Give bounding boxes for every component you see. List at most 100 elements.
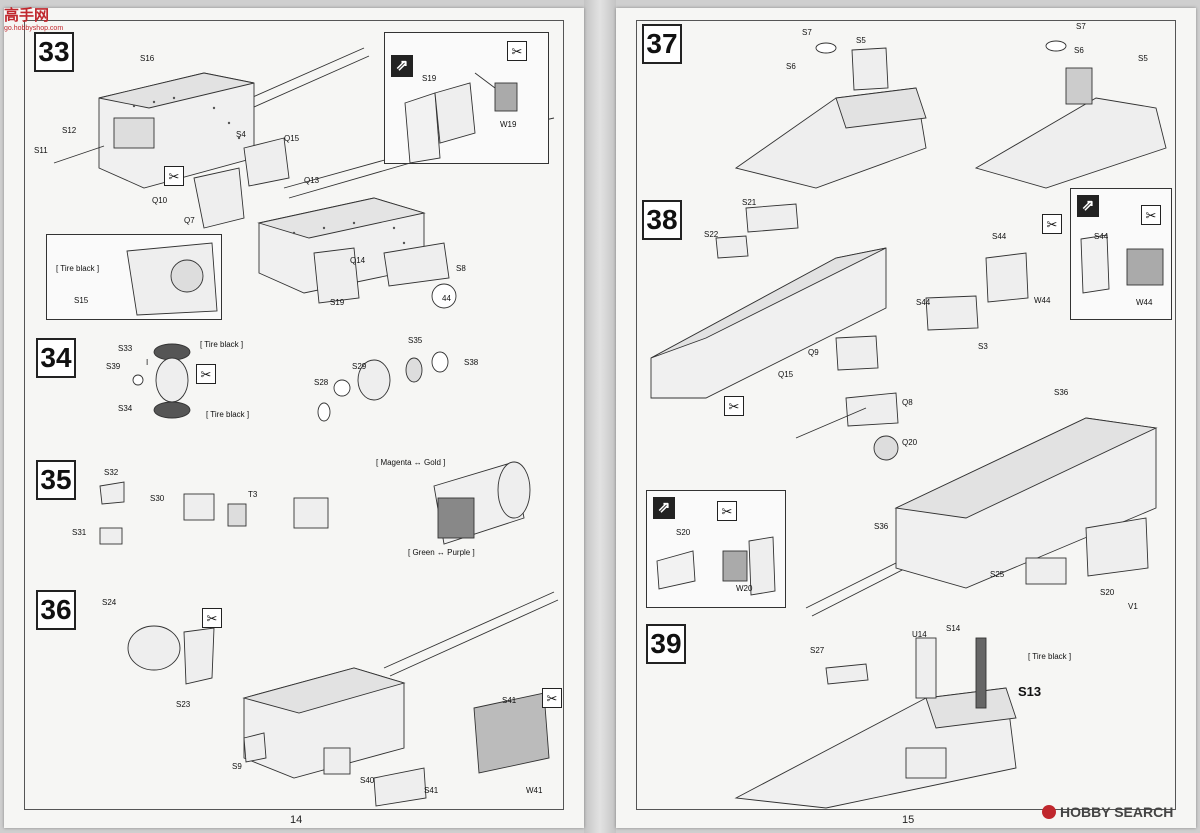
- part-label-Q13: Q13: [304, 176, 320, 185]
- part-label-S8: S8: [456, 264, 466, 273]
- part-label-S27: S27: [810, 646, 825, 655]
- step-33-detail-inset: [46, 234, 222, 320]
- part-label-S22: S22: [704, 230, 719, 239]
- part-label-S25: S25: [990, 570, 1005, 579]
- watermark-brand: 高手网: [4, 7, 50, 24]
- part-label-S23: S23: [176, 700, 191, 709]
- part-label-S33: S33: [118, 344, 133, 353]
- part-label-S7: S7: [802, 28, 812, 37]
- part-label-S38: S38: [464, 358, 479, 367]
- part-label-S35: S35: [408, 336, 423, 345]
- part-label-S44c: S44: [916, 298, 931, 307]
- part-label-S4: S4: [236, 130, 246, 139]
- cutting-knife-icon: ✂: [1042, 214, 1062, 234]
- detail-drawing: [126, 242, 218, 316]
- part-label-S44b: S44: [1094, 232, 1109, 241]
- part-label-V1: V1: [1128, 602, 1138, 611]
- note-tire-black-1: [ Tire black ]: [56, 264, 100, 273]
- page-border: [24, 20, 564, 810]
- part-label-S20b: S20: [1100, 588, 1115, 597]
- step-37-drawing: [734, 40, 1167, 189]
- part-label-T3: T3: [248, 490, 258, 499]
- part-label-Q7: Q7: [184, 216, 195, 225]
- part-label-I: I: [146, 358, 149, 367]
- step-38-inset: ⇗ ✂: [1070, 188, 1172, 320]
- step-34-number: 34: [36, 338, 76, 378]
- inset-drawing: [656, 536, 776, 596]
- part-label-U14: U14: [912, 630, 927, 639]
- note-tire-black-2: [ Tire black ]: [200, 340, 244, 349]
- page-border: [636, 20, 1176, 810]
- part-label-W20: W20: [736, 584, 753, 593]
- page-number-left: 14: [290, 814, 303, 826]
- part-label-W41: W41: [526, 786, 543, 795]
- part-label-Q14: Q14: [350, 256, 366, 265]
- watermark-url: go.hobbyshop.com: [4, 25, 64, 32]
- part-label-S36: S36: [1054, 388, 1069, 397]
- watermark-brand: HOBBY SEARCH: [1060, 804, 1174, 820]
- part-label-S20: S20: [676, 528, 691, 537]
- part-label-S11: S11: [34, 146, 48, 155]
- part-label-S28: S28: [314, 378, 329, 387]
- part-label-S5b: S5: [1138, 54, 1148, 63]
- cutting-knife-icon: ✂: [1141, 205, 1161, 225]
- step-34-drawing: [132, 343, 449, 422]
- part-label-S44: S44: [992, 232, 1007, 241]
- part-label-S3: S3: [978, 342, 988, 351]
- part-label-Q15b: Q15: [778, 370, 794, 379]
- part-label-S32: S32: [104, 468, 119, 477]
- step-39-drawing: [734, 637, 1017, 809]
- step-33-inset: ⇗ ✂: [384, 32, 549, 164]
- bottom-watermark: HOBBY SEARCH: [1042, 804, 1173, 820]
- inset-drawing: [404, 72, 518, 164]
- part-label-S39: S39: [106, 362, 121, 371]
- part-label-S31: S31: [72, 528, 87, 537]
- part-label-Q8: Q8: [902, 398, 913, 407]
- note-tire-black-3: [ Tire black ]: [206, 410, 250, 419]
- part-label-W44b: W44: [1136, 298, 1153, 307]
- part-label-S5: S5: [856, 36, 866, 45]
- cutting-knife-icon: ✂: [196, 364, 216, 384]
- flip-over-icon: ⇗: [391, 55, 413, 77]
- part-label-44: 44: [442, 294, 451, 303]
- flip-over-icon: ⇗: [653, 497, 675, 519]
- step-33-number: 33: [34, 32, 74, 72]
- part-label-Q10: Q10: [152, 196, 168, 205]
- part-label-S12: S12: [62, 126, 77, 135]
- part-label-S41: S41: [502, 696, 517, 705]
- inset-drawing: [1080, 234, 1164, 294]
- step-39-number: 39: [646, 624, 686, 664]
- part-label-Q9: Q9: [808, 348, 819, 357]
- cutting-knife-icon: ✂: [507, 41, 527, 61]
- part-label-W19: W19: [500, 120, 517, 129]
- cutting-knife-icon: ✂: [717, 501, 737, 521]
- part-label-S30: S30: [150, 494, 165, 503]
- page-14: 33 S16 S12 S11 S4 Q15 Q13 Q10 Q7: [4, 8, 584, 828]
- step-38-inset-2: ⇗ ✂: [646, 490, 786, 608]
- step-33-drawing: [53, 47, 555, 309]
- part-label-Q15: Q15: [284, 134, 300, 143]
- part-label-S36b: S36: [874, 522, 889, 531]
- part-label-S40: S40: [360, 776, 375, 785]
- step-36-number: 36: [36, 590, 76, 630]
- part-label-S6b: S6: [1074, 46, 1084, 55]
- top-watermark: 高手网 go.hobbyshop.com: [4, 4, 63, 32]
- part-label-S7b: S7: [1076, 22, 1086, 31]
- step-36-drawing: [127, 591, 559, 807]
- page-15: 37 S7 S5 S6 S7 S6 S5 38 S21: [616, 8, 1196, 828]
- flip-over-icon: ⇗: [1077, 195, 1099, 217]
- step-35-number: 35: [36, 460, 76, 500]
- part-label-S21: S21: [742, 198, 757, 207]
- part-label-S13: S13: [1018, 684, 1042, 699]
- part-label-S19: S19: [422, 74, 437, 83]
- page-number-right: 15: [902, 814, 915, 826]
- step-38-drawing: [650, 203, 1029, 461]
- cutting-knife-icon: ✂: [724, 396, 744, 416]
- part-label-S14: S14: [946, 624, 961, 633]
- cutting-knife-icon: ✂: [202, 608, 222, 628]
- part-label-S19b: S19: [330, 298, 345, 307]
- part-label-S29: S29: [352, 362, 367, 371]
- part-label-S24: S24: [102, 598, 117, 607]
- step-38-number: 38: [642, 200, 682, 240]
- part-label-S41b: S41: [424, 786, 439, 795]
